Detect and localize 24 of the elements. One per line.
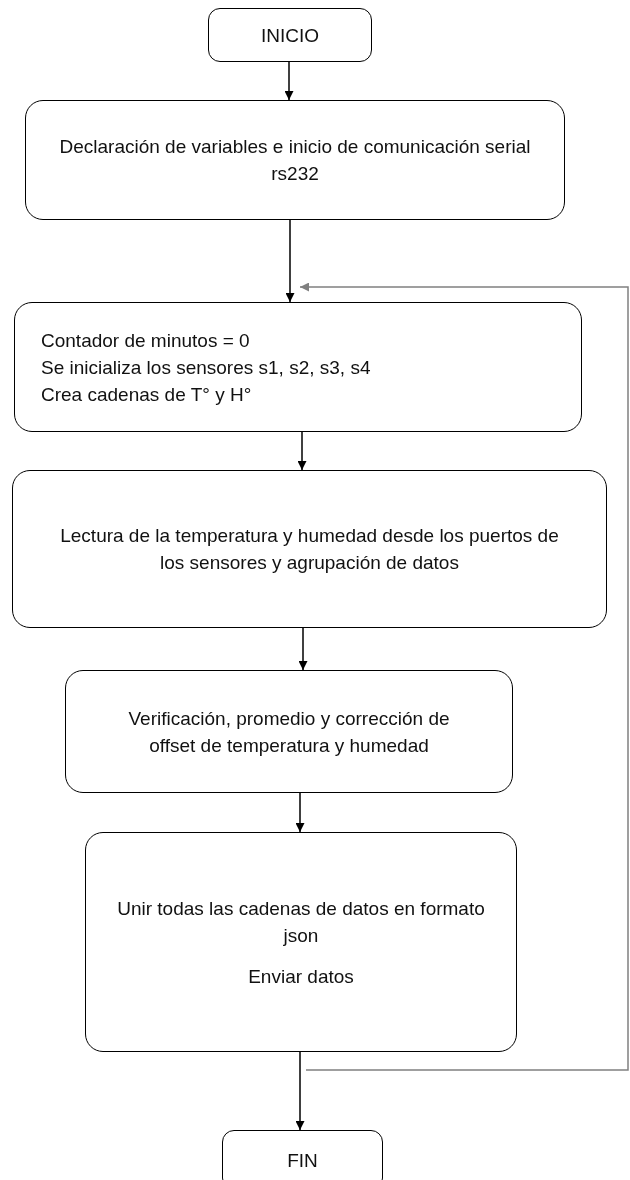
- process-box: [85, 832, 517, 1052]
- box-text: Se inicializa los sensores s1, s2, s3, s4: [41, 355, 371, 380]
- box-text: Contador de minutos = 0: [41, 328, 250, 353]
- process-box: [14, 302, 582, 432]
- process-box: [12, 470, 607, 628]
- box-text: Lectura de la temperatura y humedad desde los puertos de los sensores y agrupación de datos: [59, 524, 560, 575]
- arrow: [295, 1051, 305, 1131]
- arrow: [285, 219, 295, 303]
- arrow: [295, 792, 305, 833]
- box-text: Unir todas las cadenas de datos en formato json: [116, 896, 486, 948]
- arrow: [298, 627, 308, 671]
- box-text: Crea cadenas de T° y H°: [41, 382, 252, 407]
- process-box: [25, 100, 565, 220]
- box-text: Declaración de variables e inicio de comunicación serial rs232: [58, 135, 532, 186]
- process-box: [208, 8, 372, 62]
- process-box: [222, 1130, 383, 1180]
- box-text: FIN: [287, 1148, 318, 1173]
- process-box: [65, 670, 513, 793]
- arrow: [299, 282, 629, 1071]
- box-text: INICIO: [260, 23, 320, 48]
- arrow: [297, 431, 307, 471]
- arrow: [284, 61, 294, 101]
- box-text: Verificación, promedio y corrección de offset de temperatura y humedad: [127, 706, 451, 758]
- box-text: Enviar datos: [248, 964, 354, 989]
